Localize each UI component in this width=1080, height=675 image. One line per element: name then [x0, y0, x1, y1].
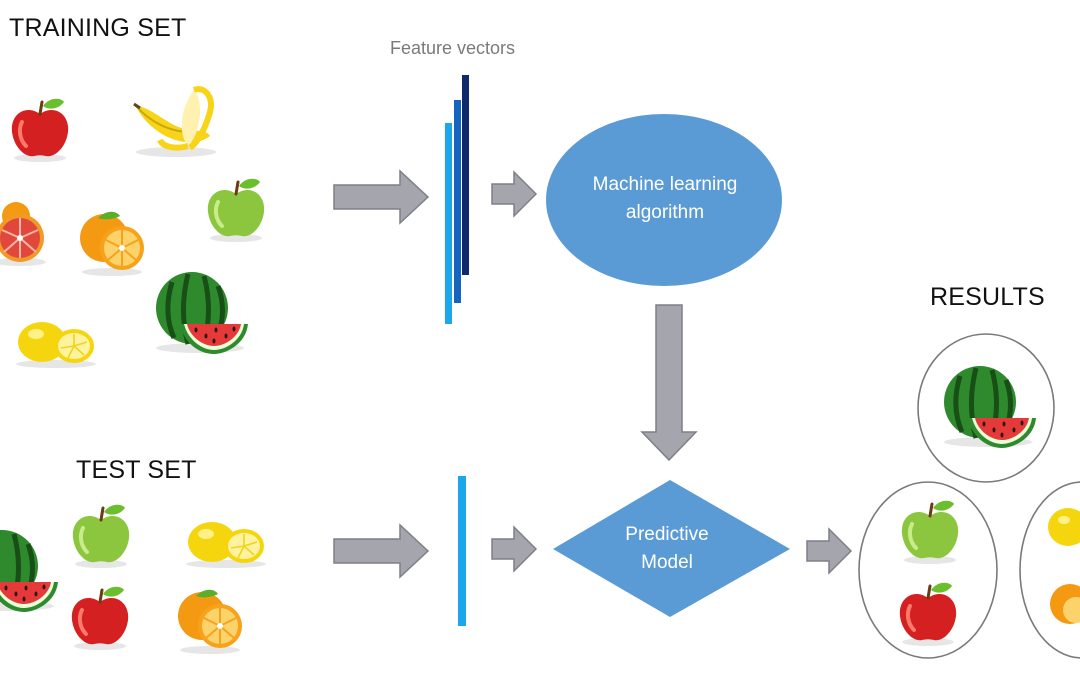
results-label: RESULTS [930, 283, 1045, 311]
watermelon-icon [0, 530, 58, 612]
model-node [553, 480, 790, 617]
grapefruit-icon [0, 201, 47, 267]
algorithm-label-line1: Machine learning [592, 174, 738, 195]
arrow-model-to-results [806, 528, 852, 574]
feature-vectors-training [445, 75, 469, 324]
arrow-training-to-vectors [333, 170, 429, 224]
green-apple-icon [899, 498, 961, 566]
red-apple-icon [69, 584, 131, 652]
arrow-vectors-to-algorithm [491, 171, 537, 217]
result-cluster-apples [858, 481, 998, 659]
model-label-line2: Model [641, 552, 693, 573]
result-cluster-watermelon [917, 333, 1055, 483]
arrow-vector-to-model [491, 526, 537, 572]
orange-icon [79, 210, 145, 277]
arrow-test-to-vector [333, 524, 429, 578]
algorithm-node [546, 114, 782, 286]
feature-vector-bar-light [445, 123, 452, 324]
arrow-algorithm-to-model [640, 304, 698, 462]
feature-vector-test [458, 476, 466, 626]
green-apple-icon [70, 502, 132, 570]
watermelon-icon [944, 366, 1036, 448]
feature-vector-bar-mid [454, 100, 461, 303]
feature-vectors-label: Feature vectors [390, 38, 516, 58]
lemon-icon [185, 521, 267, 569]
algorithm-node-label: Machine learning algorithm [560, 170, 770, 228]
model-node-label: Predictive Model [580, 520, 754, 578]
red-apple-icon [897, 580, 959, 648]
green-apple-icon [205, 176, 267, 244]
test-fruits [0, 502, 267, 655]
model-label-line1: Predictive [625, 524, 709, 545]
watermelon-icon [156, 272, 248, 354]
citrus-cluster-fruits [1048, 508, 1080, 624]
red-apple-icon [9, 96, 71, 164]
test-set-label: TEST SET [76, 456, 197, 484]
banana-icon [134, 89, 216, 157]
feature-vector-bar-dark [462, 75, 469, 275]
lemon-icon [15, 321, 97, 369]
training-fruits [0, 89, 267, 369]
lemon-icon [1048, 508, 1080, 546]
result-cluster-citrus [1019, 481, 1080, 659]
orange-icon [177, 588, 243, 655]
training-set-label: TRAINING SET [9, 14, 187, 42]
algorithm-label-line2: algorithm [625, 202, 705, 223]
